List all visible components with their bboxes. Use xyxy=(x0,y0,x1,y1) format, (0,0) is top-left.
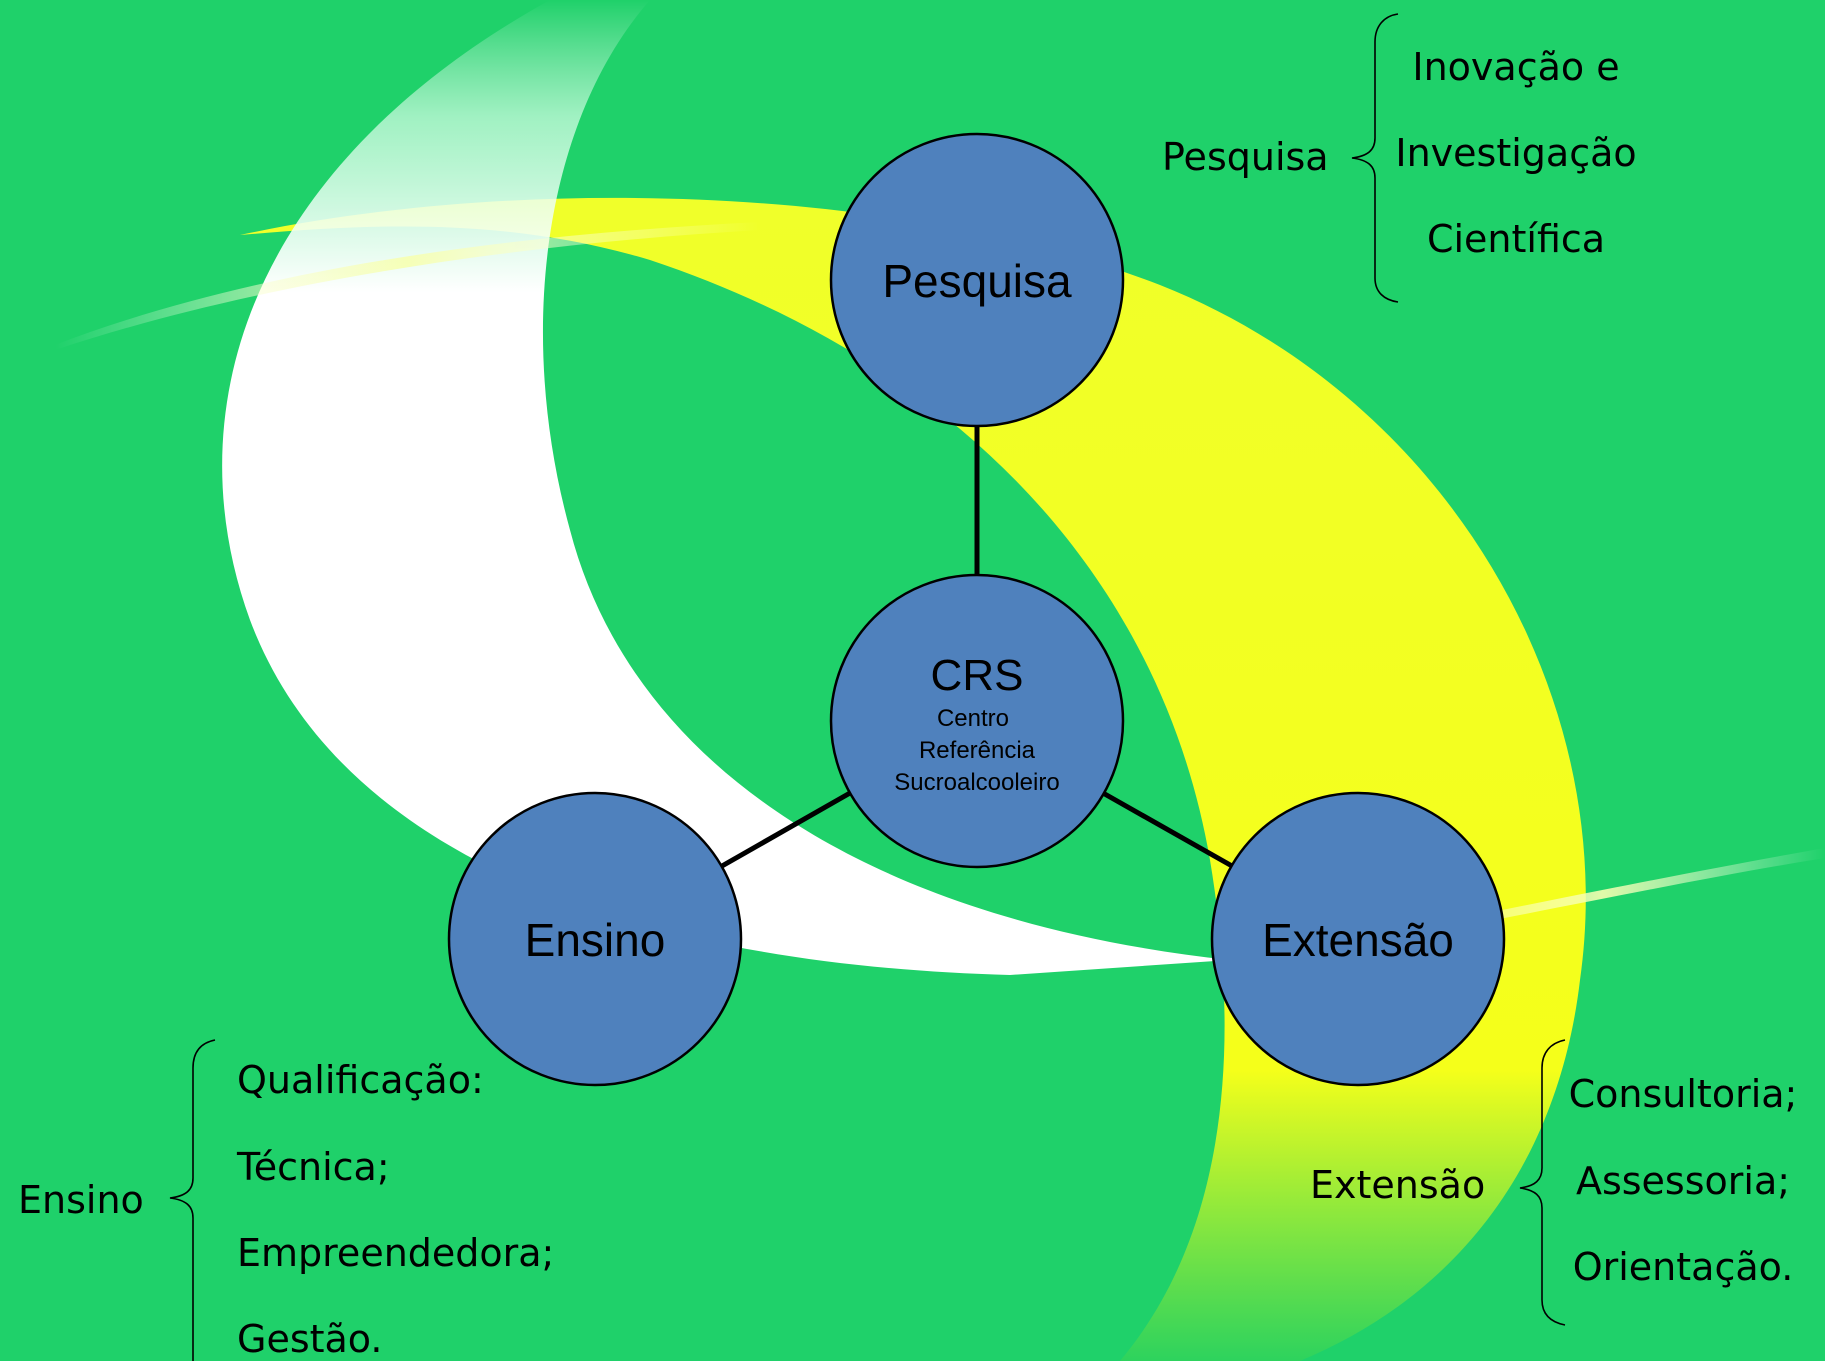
group-ensino-item-4: Gestão. xyxy=(237,1317,382,1361)
group-ensino-brace xyxy=(169,1039,216,1361)
connector-center-extensao xyxy=(1101,790,1234,869)
group-extensao-item-3: Orientação. xyxy=(1573,1245,1794,1289)
group-ensino-item-2: Técnica; xyxy=(236,1145,390,1189)
node-ensino: Ensino xyxy=(447,791,743,1087)
node-ensino-label: Ensino xyxy=(525,914,666,966)
node-extensao-label: Extensão xyxy=(1262,914,1454,966)
center-subtitle-line-2: Referência xyxy=(919,737,1036,764)
node-pesquisa: Pesquisa xyxy=(829,132,1125,428)
group-extensao-brace xyxy=(1519,1039,1566,1326)
group-ensino-item-1: Qualificação: xyxy=(237,1058,484,1102)
connector-center-ensino xyxy=(720,790,852,869)
group-ensino-label: Ensino xyxy=(18,1178,144,1222)
group-pesquisa: Pesquisa Inovação e Investigação Científ… xyxy=(1162,13,1637,303)
group-extensao-item-2: Assessoria; xyxy=(1576,1159,1790,1203)
group-pesquisa-brace xyxy=(1351,13,1399,303)
group-ensino-item-3: Empreendedora; xyxy=(237,1231,554,1275)
group-pesquisa-item-1: Inovação e xyxy=(1412,45,1619,89)
center-title: CRS xyxy=(931,651,1024,700)
white-swoosh xyxy=(222,0,1231,975)
group-pesquisa-item-3: Científica xyxy=(1427,217,1605,261)
group-pesquisa-label: Pesquisa xyxy=(1162,135,1329,179)
group-ensino: Ensino Qualificação: Técnica; Empreended… xyxy=(18,1039,554,1361)
center-subtitle-line-3: Sucroalcooleiro xyxy=(894,769,1059,796)
node-pesquisa-label: Pesquisa xyxy=(882,255,1072,307)
group-pesquisa-item-2: Investigação xyxy=(1395,131,1636,175)
yellow-swoosh xyxy=(240,197,1586,1361)
group-extensao-item-1: Consultoria; xyxy=(1569,1072,1798,1116)
node-extensao: Extensão xyxy=(1210,791,1506,1087)
group-extensao: Extensão Consultoria; Assessoria; Orient… xyxy=(1310,1039,1798,1326)
group-extensao-label: Extensão xyxy=(1310,1163,1485,1207)
center-subtitle-line-1: Centro xyxy=(937,705,1009,732)
node-center-crs: CRS Centro Referência Sucroalcooleiro xyxy=(829,573,1125,869)
